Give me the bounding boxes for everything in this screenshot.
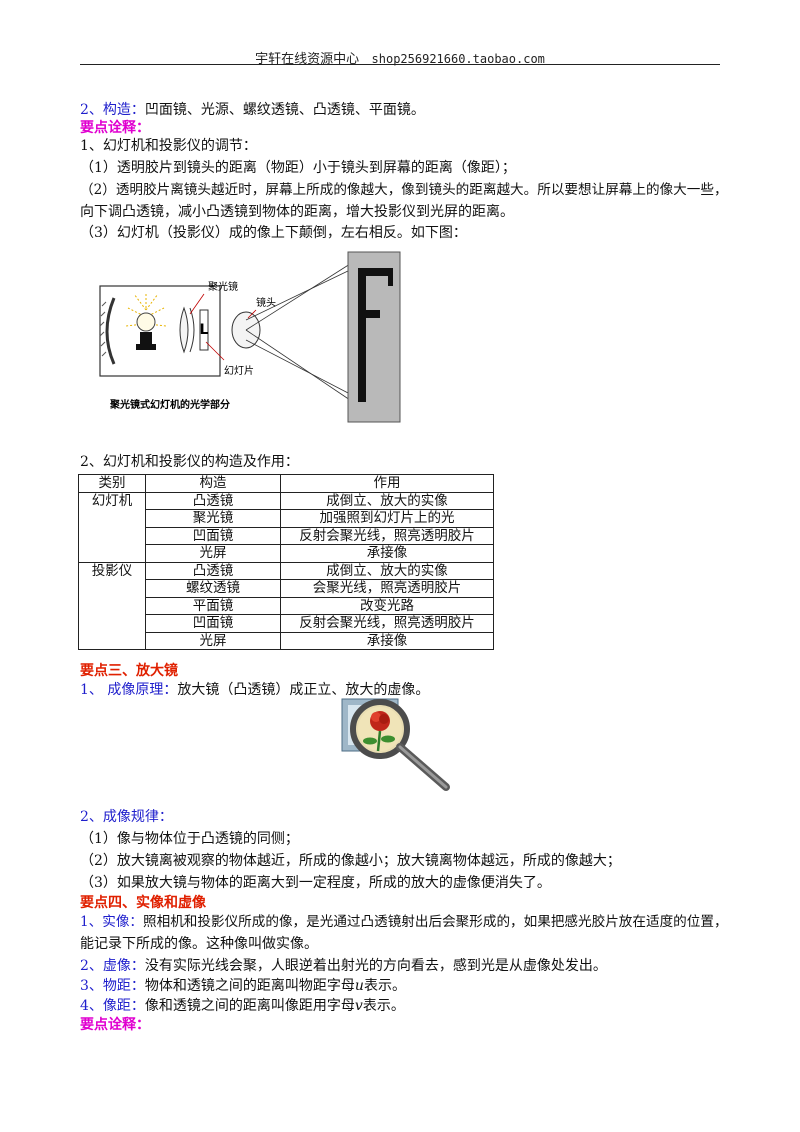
label-lens: 镜头 [256, 296, 276, 309]
construct-label: 2、构造： [80, 102, 145, 118]
adjust-p1: （1）透明胶片到镜头的距离（物距）小于镜头到屏幕的距离（像距）； [80, 160, 516, 176]
image-distance-line: 4、像距：像和透镜之间的距离叫像距用字母v表示。 [80, 997, 720, 1015]
table-function-cell: 成倒立、放大的实像 [280, 491, 494, 510]
construct-line: 2、构造：凹面镜、光源、螺纹透镜、凸透镜、平面镜。 [80, 101, 720, 119]
rule-2: （2）放大镜离被观察的物体越近，所成的像越小；放大镜离物体越远，所成的像越大； [80, 853, 621, 869]
svg-text:L: L [200, 322, 209, 338]
sec4-title: 要点四、实像和虚像 [80, 895, 206, 911]
magnifier-image [341, 698, 450, 791]
figure-caption: 聚光镜式幻灯机的光学部分 [109, 398, 230, 411]
adjust-p2b: 向下调凸透镜，减小凸透镜到物体的距离，增大投影仪到光屏的距离。 [80, 204, 514, 220]
image-text: 像和透镜之间的距离叫像距用字母 [144, 998, 355, 1014]
sec3-title: 要点三、放大镜 [80, 663, 178, 679]
table-function-cell: 成倒立、放大的实像 [280, 561, 494, 580]
construct-text: 凹面镜、光源、螺纹透镜、凸透镜、平面镜。 [144, 102, 425, 118]
rule-1: （1）像与物体位于凸透镜的同侧； [80, 831, 299, 847]
rose-icon [363, 711, 395, 752]
principle-line: 1、 成像原理：放大镜（凸透镜）成正立、放大的虚像。 [80, 681, 720, 699]
table-row: 螺纹透镜会聚光线，照亮透明胶片 [79, 579, 494, 598]
table-row: 光屏承接像 [79, 544, 494, 563]
table-header-cell: 类别 [78, 474, 146, 493]
table-structure-cell: 螺纹透镜 [145, 579, 281, 598]
real-text-a: 照相机和投影仪所成的像，是光通过凸透镜射出后会聚形成的，如果把感光胶片放在适度的… [143, 914, 728, 930]
table-header-cell: 构造 [145, 474, 281, 493]
object-distance-line: 3、物距：物体和透镜之间的距离叫物距字母u表示。 [80, 977, 720, 995]
table-row: 幻灯机凸透镜成倒立、放大的实像 [78, 491, 494, 563]
table-row: 平面镜改变光路 [79, 596, 494, 615]
table-structure-cell: 凹面镜 [145, 526, 281, 545]
table-row: 凹面镜反射会聚光线，照亮透明胶片 [79, 614, 494, 633]
header-shop: shop256921660.taobao.com [371, 52, 545, 66]
label-condenser: 聚光镜 [208, 280, 238, 293]
table-structure-cell: 凸透镜 [145, 491, 281, 510]
table-header-cell: 作用 [280, 474, 494, 493]
structure-table: 类别构造作用幻灯机凸透镜成倒立、放大的实像聚光镜加强照到幻灯片上的光凹面镜反射会… [78, 474, 494, 650]
adjust-title: 1、幻灯机和投影仪的调节： [80, 138, 257, 154]
table-header-row: 类别构造作用 [78, 474, 494, 493]
real-line: 1、实像：照相机和投影仪所成的像，是光通过凸透镜射出后会聚形成的，如果把感光胶片… [80, 913, 728, 931]
table-function-cell: 反射会聚光线，照亮透明胶片 [280, 614, 494, 633]
header-title: 宇轩在线资源中心 [255, 52, 360, 67]
object-symbol: u [354, 978, 364, 994]
table-category-cell: 幻灯机 [78, 491, 146, 563]
adjust-p2a: （2）透明胶片离镜头越近时，屏幕上所成的像越大，像到镜头的距离越大。所以要想让屏… [80, 182, 728, 198]
table-function-cell: 承接像 [280, 631, 494, 650]
image-symbol: v [354, 998, 363, 1014]
key-points-heading-2: 要点诠释： [80, 1017, 150, 1033]
principle-text: 放大镜（凸透镜）成正立、放大的虚像。 [177, 682, 430, 698]
header-rule [80, 64, 720, 65]
table-row: 凹面镜反射会聚光线，照亮透明胶片 [79, 526, 494, 545]
real-label: 1、实像： [80, 914, 144, 930]
table-function-cell: 改变光路 [280, 596, 494, 615]
object-suffix: 表示。 [363, 978, 406, 994]
table-function-cell: 加强照到幻灯片上的光 [280, 509, 494, 528]
object-text: 物体和透镜之间的距离叫物距字母 [144, 978, 355, 994]
virtual-label: 2、虚像： [80, 958, 145, 974]
projector-optics-figure: L 聚光镜 镜头 幻灯片 聚光镜式幻灯机的光学部分 [99, 251, 401, 423]
table-title: 2、幻灯机和投影仪的构造及作用： [80, 454, 299, 470]
table-structure-cell: 凹面镜 [145, 614, 281, 633]
table-structure-cell: 光屏 [145, 631, 281, 650]
key-points-heading: 要点诠释： [80, 120, 150, 136]
image-label: 4、像距： [80, 998, 145, 1014]
principle-label: 1、 成像原理： [80, 682, 178, 698]
table-structure-cell: 凸透镜 [145, 561, 281, 580]
table-structure-cell: 光屏 [145, 544, 281, 563]
table-function-cell: 会聚光线，照亮透明胶片 [280, 579, 494, 598]
object-label: 3、物距： [80, 978, 145, 994]
table-function-cell: 反射会聚光线，照亮透明胶片 [280, 526, 494, 545]
table-structure-cell: 聚光镜 [145, 509, 281, 528]
table-function-cell: 承接像 [280, 544, 494, 563]
label-slide: 幻灯片 [224, 364, 254, 377]
page-header: 宇轩在线资源中心 shop256921660.taobao.com [80, 48, 720, 67]
table-row: 光屏承接像 [79, 631, 494, 650]
table-structure-cell: 平面镜 [145, 596, 281, 615]
virtual-text: 没有实际光线会聚，人眼逆着出射光的方向看去，感到光是从虚像处发出。 [144, 958, 607, 974]
table-row: 聚光镜加强照到幻灯片上的光 [79, 509, 494, 528]
image-suffix: 表示。 [362, 998, 405, 1014]
structure-table-body: 类别构造作用幻灯机凸透镜成倒立、放大的实像聚光镜加强照到幻灯片上的光凹面镜反射会… [78, 474, 494, 650]
rules-label: 2、成像规律： [80, 809, 173, 825]
adjust-p3: （3）幻灯机（投影仪）成的像上下颠倒，左右相反。如下图： [80, 225, 467, 241]
rule-3: （3）如果放大镜与物体的距离大到一定程度，所成的放大的虚像便消失了。 [80, 875, 551, 891]
table-row: 投影仪凸透镜成倒立、放大的实像 [78, 561, 494, 650]
table-category-cell: 投影仪 [78, 561, 146, 650]
virtual-line: 2、虚像：没有实际光线会聚，人眼逆着出射光的方向看去，感到光是从虚像处发出。 [80, 957, 720, 975]
real-text-b: 能记录下所成的像。这种像叫做实像。 [80, 936, 318, 952]
